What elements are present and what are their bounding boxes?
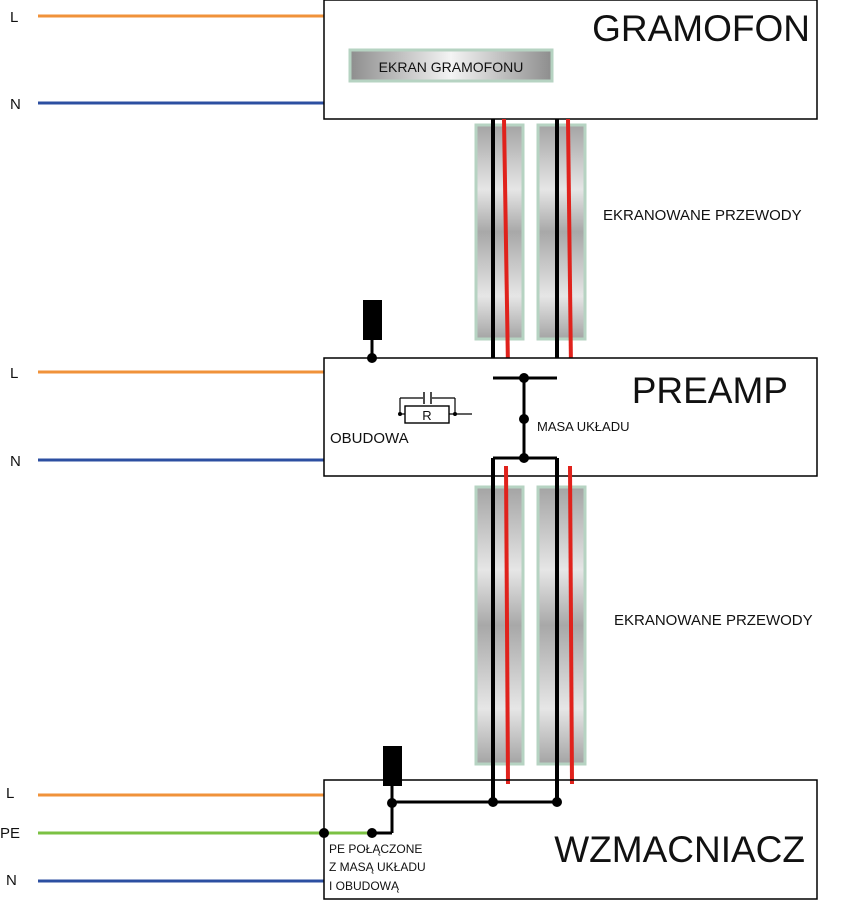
resistor-label: R: [422, 408, 431, 423]
shielded-cables-top: EKRANOWANE PRZEWODY: [474, 118, 802, 378]
preamp-node-bottom: [519, 453, 529, 463]
wire-bottom-1-signal: [504, 465, 510, 785]
shielded-cables-bottom: EKRANOWANE PRZEWODY: [474, 458, 813, 802]
gramofon-label-l: L: [10, 9, 18, 26]
wire-bottom-2-signal: [568, 465, 574, 785]
preamp-ground-node: [367, 353, 377, 363]
gramofon-section: L N GRAMOFON EKRAN GRAMOFONU: [10, 0, 818, 120]
wzmacniacz-node-chassis: [319, 828, 329, 838]
shield-bottom-1: [474, 485, 525, 766]
shield-top-2: [536, 123, 587, 341]
preamp-node-mid: [519, 414, 529, 424]
wzmacniacz-node-wire1: [488, 797, 498, 807]
wzmacniacz-ground-plug: [383, 746, 402, 786]
wzmacniacz-pe-note-2: Z MASĄ UKŁADU: [329, 860, 426, 874]
preamp-ground-plug: [363, 300, 382, 340]
preamp-section: L N PREAMP R OBUDOWA MASA UKŁA: [10, 300, 818, 477]
preamp-ground-label: MASA UKŁADU: [537, 419, 629, 434]
preamp-node-top: [519, 373, 529, 383]
gramofon-screen: [348, 48, 554, 83]
wzmacniacz-box: [323, 779, 818, 900]
cables-top-label: EKRANOWANE PRZEWODY: [603, 207, 802, 224]
wzmacniacz-node-bus: [387, 798, 397, 808]
gramofon-screen-label: EKRAN GRAMOFONU: [379, 59, 524, 75]
resistor-symbol: [404, 405, 450, 424]
wzmacniacz-node-wire2: [552, 797, 562, 807]
wzmacniacz-label-n: N: [6, 872, 17, 889]
preamp-label-l: L: [10, 365, 18, 382]
shield-bottom-2: [536, 485, 587, 766]
wzmacniacz-label-pe: PE: [0, 825, 20, 842]
gramofon-label-n: N: [10, 96, 21, 113]
wzmacniacz-title: WZMACNIACZ: [554, 829, 805, 870]
wzmacniacz-label-l: L: [6, 785, 14, 802]
rc-network: R: [398, 392, 472, 424]
preamp-title: PREAMP: [632, 370, 788, 411]
cables-bottom-label: EKRANOWANE PRZEWODY: [614, 612, 813, 629]
preamp-label-n: N: [10, 453, 21, 470]
wire-top-1-signal: [502, 118, 510, 369]
wzmacniacz-node-pe: [367, 828, 377, 838]
wzmacniacz-section: L PE N WZMACNIACZ PE POŁĄCZONE Z MASĄ UK…: [0, 746, 818, 900]
gramofon-title: GRAMOFON: [592, 8, 810, 49]
shield-top-1: [474, 123, 525, 341]
wire-top-2-signal: [566, 118, 573, 369]
wzmacniacz-pe-note-3: I OBUDOWĄ: [329, 879, 400, 893]
preamp-chassis-label: OBUDOWA: [330, 430, 409, 447]
wzmacniacz-pe-note-1: PE POŁĄCZONE: [329, 842, 422, 856]
